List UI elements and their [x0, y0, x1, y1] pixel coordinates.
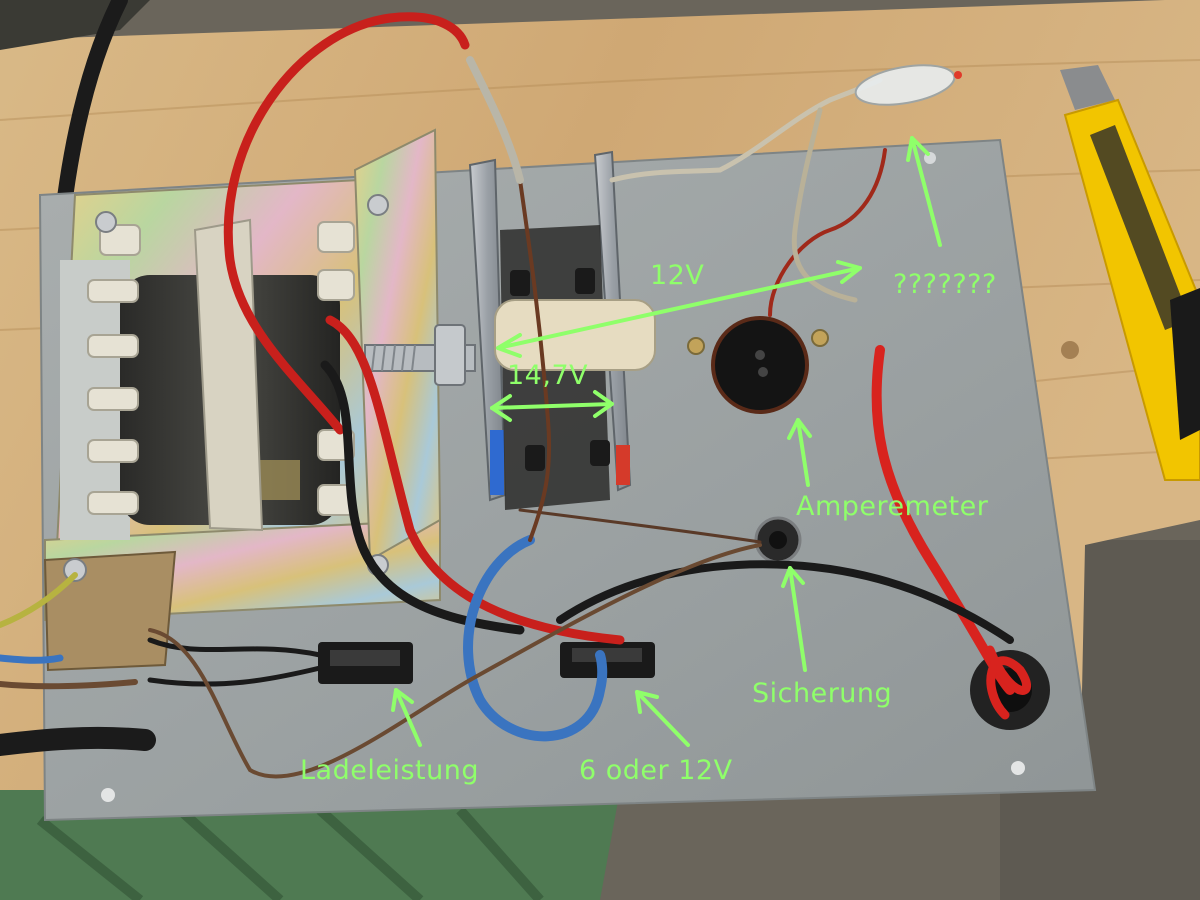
- heatsink-right-red-mark: [616, 445, 630, 485]
- bolt-threads: [371, 344, 416, 372]
- amperemeter-screw: [758, 367, 768, 377]
- lamp-tip: [954, 71, 962, 79]
- knife-slider: [1090, 125, 1190, 330]
- coil-label: [255, 460, 300, 500]
- amperemeter-screw: [755, 350, 765, 360]
- plate-hole: [101, 788, 115, 802]
- label-amperemeter: Amperemeter: [796, 491, 989, 522]
- knife-grip: [1170, 288, 1200, 440]
- label-12v: 12V: [650, 260, 705, 291]
- nut: [434, 324, 466, 386]
- knife-blade: [1060, 65, 1115, 110]
- plate-hole: [1011, 761, 1025, 775]
- heatsink-left-blue-mark: [490, 430, 504, 495]
- utility-knife: [1063, 98, 1200, 481]
- label-ladeleistung: Ladeleistung: [300, 755, 479, 786]
- output-cable: [0, 726, 156, 756]
- bobbin-teeth: [87, 221, 355, 516]
- annotation-arrows: [391, 136, 942, 747]
- fuse-holder-center: [769, 531, 787, 549]
- ceramic-spacer: [494, 299, 656, 371]
- label-6-oder-12v: 6 oder 12V: [579, 755, 733, 786]
- switch-ladeleistung-rocker: [330, 650, 400, 666]
- wood-knot: [1061, 341, 1079, 359]
- wires: [0, 12, 1031, 779]
- green-frame-bars: [36, 806, 544, 900]
- rectifier-nuts: [510, 268, 610, 471]
- label-question-marks: ???????: [893, 269, 997, 300]
- ground-screw: [63, 558, 87, 582]
- amperemeter: [711, 316, 809, 414]
- switch-6-oder-12v-rocker: [572, 648, 642, 662]
- label-14-7v: 14,7V: [507, 360, 589, 391]
- label-sicherung: Sicherung: [752, 678, 893, 709]
